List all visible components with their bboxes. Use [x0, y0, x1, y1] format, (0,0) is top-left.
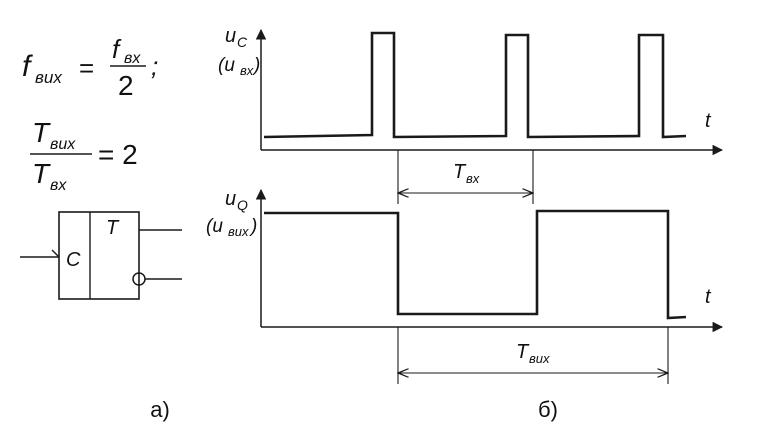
- f-out-symbol: f: [22, 50, 33, 83]
- top-y-label2-sub: вх: [240, 63, 254, 78]
- f-in-symbol: f: [112, 34, 122, 64]
- output-signal-graph: u Q (u вих ) t T вих: [206, 188, 724, 384]
- bottom-t-label: t: [705, 286, 712, 308]
- top-y-label2-open: (u: [218, 55, 235, 76]
- f-semicolon: ;: [151, 51, 158, 81]
- output-period-label: T: [516, 341, 530, 363]
- output-square-wave: [264, 209, 687, 320]
- t-flip-flop-symbol: C T: [20, 211, 182, 300]
- trigger-type-label: T: [106, 217, 120, 239]
- clock-edge-mark: [51, 249, 60, 258]
- bottom-y-label2-close: ): [249, 216, 257, 237]
- input-pulse-train: [263, 31, 687, 139]
- caption-b: б): [538, 397, 558, 422]
- top-t-label: t: [705, 110, 712, 132]
- bottom-y-label2-open: (u: [206, 216, 223, 237]
- t-out-symbol: T: [32, 117, 51, 148]
- t-in-symbol: T: [32, 158, 51, 189]
- f-out-subscript: вих: [35, 68, 62, 87]
- top-y-label: u: [225, 25, 236, 47]
- f-equals-sign: =: [79, 53, 94, 83]
- top-y-label2-close: ): [252, 55, 260, 76]
- bottom-y-label-sub: Q: [237, 197, 248, 213]
- output-period-sub: вих: [529, 351, 550, 366]
- f-in-subscript: вх: [124, 50, 141, 67]
- t-ratio-rhs: = 2: [98, 139, 138, 170]
- bottom-y-label: u: [225, 188, 236, 210]
- f-denominator: 2: [118, 70, 134, 101]
- flip-flop-body: [58, 211, 140, 300]
- input-signal-graph: u C (u вх ) t T вх: [218, 25, 724, 204]
- input-period-sub: вх: [466, 171, 480, 186]
- input-period-label: T: [453, 161, 467, 183]
- top-y-label-sub: C: [237, 34, 248, 50]
- clock-input-label: C: [66, 249, 81, 271]
- t-in-subscript: вх: [50, 177, 67, 194]
- bottom-y-label2-sub: вих: [228, 224, 249, 239]
- t-out-subscript: вих: [50, 136, 76, 153]
- caption-a: а): [150, 397, 170, 422]
- formula-frequency: f вих = f вх 2 ;: [22, 34, 158, 101]
- formula-period-ratio: T вих T вх = 2: [30, 117, 138, 194]
